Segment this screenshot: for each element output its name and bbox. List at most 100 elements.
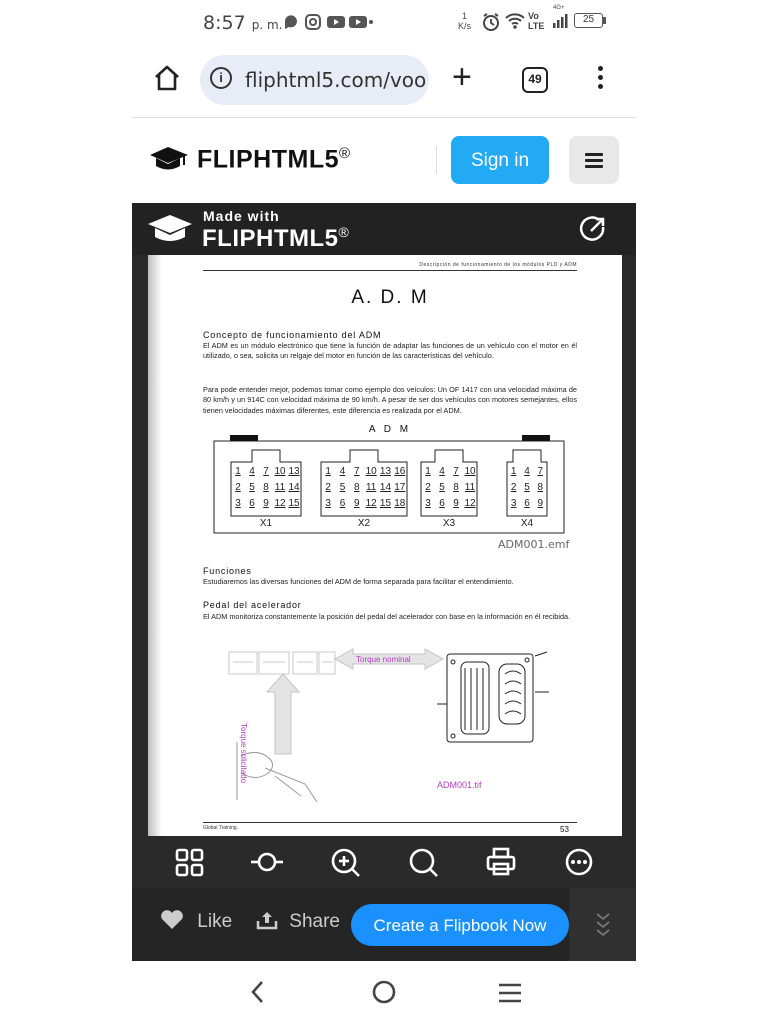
- status-time: 8:57 p. m.: [203, 12, 283, 34]
- connector-pin: 2: [510, 482, 517, 493]
- divider: [436, 146, 437, 174]
- connector-pin: 9: [537, 498, 544, 509]
- connector-pin: 18: [394, 498, 406, 509]
- connector-pin: 12: [274, 498, 286, 509]
- connector-label: X4: [520, 518, 534, 529]
- connector-pin: 9: [354, 498, 360, 509]
- connector-pin: 12: [365, 498, 377, 509]
- connector-pin: 11: [365, 482, 377, 493]
- connector-pin: 15: [379, 498, 392, 509]
- connector-pin: 6: [249, 498, 255, 509]
- connector-pin: 1: [235, 466, 241, 477]
- battery-icon: 25: [574, 13, 603, 28]
- create-flipbook-button[interactable]: Create a Flipbook Now: [351, 904, 569, 946]
- wifi-icon: [505, 13, 525, 29]
- connector-pin: 17: [394, 482, 406, 493]
- upload-share-icon: [256, 912, 278, 930]
- connector-pin: 11: [464, 482, 476, 493]
- external-share-icon[interactable]: [579, 215, 607, 243]
- connector-pin: 5: [249, 482, 255, 493]
- connector-pin: 1: [510, 466, 517, 477]
- print-icon[interactable]: [481, 842, 521, 882]
- tab-switcher-button[interactable]: 49: [522, 67, 548, 93]
- connector-pin: 5: [439, 482, 445, 493]
- page-footer-left: Global Training.: [203, 825, 239, 831]
- connector-housing: [230, 449, 302, 517]
- autoflip-icon[interactable]: [247, 842, 287, 882]
- connector-pin: 12: [464, 498, 476, 509]
- notification-icons: [284, 14, 373, 30]
- more-options-icon[interactable]: [559, 842, 599, 882]
- thumbnails-icon[interactable]: [170, 842, 210, 882]
- divider: [132, 117, 636, 118]
- connector-pin: 8: [263, 482, 269, 493]
- site-info-icon[interactable]: i: [210, 67, 232, 89]
- connector-pin: 4: [439, 466, 445, 477]
- connector-pin: 16: [394, 466, 406, 477]
- page-title: A. D. M: [351, 287, 429, 308]
- share-button[interactable]: Share: [256, 910, 340, 933]
- site-brand[interactable]: FLIPHTML5®: [197, 145, 351, 174]
- viewer-brand[interactable]: FLIPHTML5®: [202, 224, 350, 252]
- page-number: 53: [560, 825, 569, 834]
- connector-pin: 9: [453, 498, 459, 509]
- connector-pin: 5: [524, 482, 530, 493]
- connector-pin: 6: [339, 498, 346, 509]
- torque-nominal-label: Torque nominal: [356, 655, 411, 664]
- connector-label: X3: [442, 518, 456, 529]
- home-circle-icon[interactable]: [370, 978, 398, 1006]
- connector-label: X1: [259, 518, 273, 529]
- connector-pin: 14: [379, 482, 392, 493]
- connector-pin: 13: [288, 466, 300, 477]
- url-text[interactable]: fliphtml5.com/voo: [245, 68, 427, 92]
- connector-housing: [506, 449, 548, 517]
- connector-pin: 10: [365, 466, 377, 477]
- connector-pin: 7: [537, 466, 544, 477]
- signal-tag: 4G+: [553, 5, 565, 11]
- address-bar[interactable]: [200, 55, 429, 105]
- overflow-menu-icon[interactable]: [598, 66, 606, 93]
- diagram-caption: ADM001.emf: [498, 538, 570, 551]
- home-icon[interactable]: [153, 64, 181, 92]
- graduation-cap-icon: [148, 215, 192, 241]
- connector-pin: 2: [325, 482, 331, 493]
- connector-pin: 10: [274, 466, 286, 477]
- new-tab-icon[interactable]: +: [452, 58, 472, 96]
- double-chevron-down-icon: [596, 913, 610, 937]
- connector-pin: 2: [235, 482, 241, 493]
- connector-pin: 10: [464, 466, 476, 477]
- accelerator-pedal-figure: [228, 648, 549, 803]
- paragraph: El ADM es un módulo electrónico que tien…: [203, 341, 577, 361]
- connector-pin: 8: [537, 482, 544, 493]
- back-icon[interactable]: [248, 979, 268, 1005]
- search-icon[interactable]: [403, 842, 443, 882]
- sign-in-button[interactable]: Sign in: [451, 136, 549, 184]
- zoom-in-icon[interactable]: [325, 842, 365, 882]
- connector-housing: [420, 449, 478, 517]
- connector-pin: 6: [524, 498, 530, 509]
- connector-pin: 6: [439, 498, 445, 509]
- connector-pin: 3: [425, 498, 431, 509]
- collapse-toggle[interactable]: [569, 888, 636, 961]
- page-gutter-shadow: [148, 255, 162, 836]
- diagram-title: A D M: [368, 424, 412, 435]
- connector-pin: 4: [339, 466, 346, 477]
- signal-icon: [553, 14, 568, 28]
- system-nav-bar: [0, 961, 768, 1024]
- hamburger-menu-button[interactable]: [569, 136, 619, 184]
- like-button[interactable]: Like: [160, 910, 232, 933]
- graduation-cap-logo-icon[interactable]: [148, 145, 190, 175]
- connector-pin: 14: [288, 482, 300, 493]
- section-heading: Funciones: [203, 566, 252, 576]
- connector-pin: 7: [263, 466, 269, 477]
- paragraph: El ADM monitoriza constantemente la posi…: [203, 612, 571, 621]
- connector-pin: 4: [249, 466, 255, 477]
- figure-caption: ADM001.tif: [437, 780, 482, 790]
- instagram-icon: [305, 14, 321, 30]
- recent-apps-icon[interactable]: [497, 982, 523, 1004]
- adm-connector-diagram: [213, 435, 565, 534]
- document-page[interactable]: [148, 255, 622, 836]
